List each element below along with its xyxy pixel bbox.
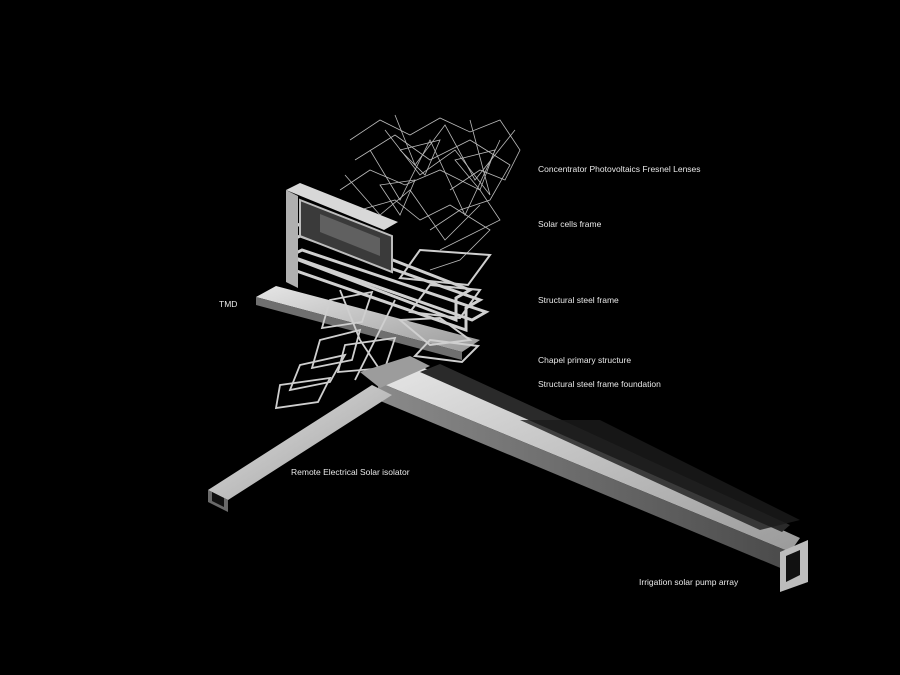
side-frame: [397, 316, 473, 347]
label-solar-cells-frame: Solar cells frame: [538, 219, 602, 229]
side-frames: [397, 248, 492, 364]
chapel-frame: [274, 376, 332, 410]
chapel-frame: [320, 290, 374, 330]
solar-frame-top: [286, 183, 398, 230]
label-remote-electrical-solar-isolator: Remote Electrical Solar isolator: [291, 467, 410, 477]
irrigation-beam: [378, 364, 808, 592]
mesh-line: [359, 199, 491, 271]
mesh-line: [354, 134, 511, 231]
irrigation-beam-end-cut: [786, 550, 800, 582]
tmd-slab-side: [256, 297, 462, 360]
foundation-hub: [360, 356, 430, 388]
label-steel-frame-foundation: Structural steel frame foundation: [538, 379, 661, 389]
label-tmd: TMD: [219, 299, 238, 309]
mesh-facet: [379, 179, 416, 216]
tmd-slab: [256, 286, 480, 360]
remote-beam-top: [208, 385, 392, 500]
chapel-strut: [354, 299, 396, 381]
side-frame: [398, 248, 492, 287]
label-irrigation-solar-pump-array: Irrigation solar pump array: [639, 577, 739, 587]
irrigation-beam-side: [378, 382, 790, 572]
chapel-strut: [339, 289, 381, 371]
chapel-wire-frames: [274, 289, 397, 410]
mesh-line: [394, 114, 516, 181]
mesh-line: [339, 169, 501, 251]
irrigation-shadow: [520, 420, 800, 530]
chapel-frame: [288, 353, 347, 392]
solar-frame-glass: [320, 214, 380, 256]
solar-frame-left: [286, 190, 298, 288]
fresnel-lens-mesh: [339, 114, 521, 271]
mesh-line: [349, 117, 521, 191]
chapel-frame: [310, 328, 362, 370]
mesh-facet: [454, 149, 496, 191]
mesh-line: [384, 119, 491, 196]
label-structural-steel-frame: Structural steel frame: [538, 295, 619, 305]
irrigation-beam-top: [378, 366, 800, 552]
label-cpv-fresnel-lenses: Concentrator Photovoltaics Fresnel Lense…: [538, 164, 701, 174]
solar-cells-frame: [286, 183, 398, 288]
mesh-facet: [399, 139, 441, 176]
side-frame: [412, 338, 481, 364]
tmd-slab-top: [256, 286, 480, 352]
remote-beam-end-cut: [212, 492, 224, 507]
side-frame: [408, 283, 482, 320]
mesh-line: [344, 174, 481, 241]
remote-isolator-beam: [208, 385, 392, 512]
label-chapel-primary-structure: Chapel primary structure: [538, 355, 632, 365]
